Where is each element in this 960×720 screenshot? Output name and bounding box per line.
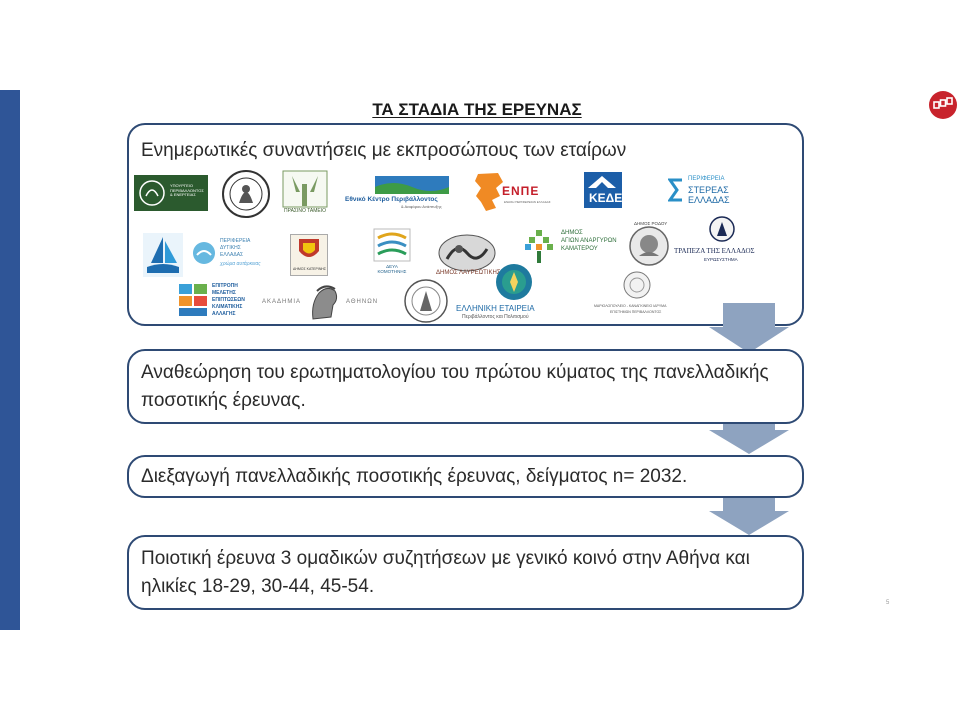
logo-sterea: ΠΕΡΙΦΕΡΕΙΑ ΣΤΕΡΕΑΣ ΕΛΛΑΔΑΣ — [668, 174, 758, 206]
logo-deya-text: ΔΕΥΑ ΚΟΜΟΤΗΝΗΣ — [377, 264, 407, 274]
logo-katerini-text: ΔΗΜΟΣ ΚΑΤΕΡΙΝΗΣ — [293, 267, 327, 271]
kede-wave-icon — [588, 176, 616, 188]
logo-rodou: ΔΗΜΟΣ ΡΟΔΟΥ — [625, 220, 673, 268]
logo-prasino-text: ΠΡΑΣΙΝΟ ΤΑΜΕΙΟ — [284, 208, 326, 214]
logo-ypen-text: ΥΠΟΥΡΓΕΙΟ ΠΕΡΙΒΑΛΛΟΝΤΟΣ & ΕΝΕΡΓΕΙΑΣ — [170, 183, 204, 198]
logo-agion-line2: ΑΓΙΩΝ ΑΝΑΡΓΥΡΩΝ — [561, 238, 617, 244]
logo-trapeza-line1: ΤΡΑΠΕΖΑ ΤΗΣ ΕΛΛΑΔΟΣ — [674, 247, 755, 255]
logo-enpe-name: ΕΝΠΕ — [502, 184, 540, 198]
down-arrow-icon — [709, 491, 789, 535]
logo-kede-text: ΚΕΔΕ — [589, 191, 622, 205]
logo-lavrio: ΔΗΜΟΣ ΛΑΥΡΕΩΤΙΚΗΣ — [430, 268, 502, 284]
left-accent-bar — [0, 90, 20, 630]
logo-dytiki: ΠΕΡΙΦΕΡΕΙΑ ΔΥΤΙΚΗΣ ΕΛΛΑΔΑΣ χρώμα αυτάρκε… — [192, 237, 272, 273]
logo-ypen: ΥΠΟΥΡΓΕΙΟ ΠΕΡΙΒΑΛΛΟΝΤΟΣ & ΕΝΕΡΓΕΙΑΣ — [134, 175, 208, 211]
ypen-emblem-icon — [139, 180, 165, 206]
logo-eepk-line1: ΕΛΛΗΝΙΚΗ ΕΤΑΙΡΕΙΑ — [456, 304, 535, 313]
logo-mariolopoulos-line1: ΜΑΡΙΟΛΟΠΟΥΛΕΙΟ - ΚΑΝΑΓΚΙΝΕΙΟ ΙΔΡΥΜΑ — [594, 304, 667, 308]
logo-dytiki-line3: ΕΛΛΑΔΑΣ — [220, 252, 244, 258]
logo-katerini: ΔΗΜΟΣ ΚΑΤΕΡΙΝΗΣ — [290, 234, 328, 276]
greece-map-icon — [475, 173, 503, 211]
klimatiki-grid-icon — [179, 284, 207, 316]
logo-trapeza-line2: ΕΥΡΩΣΥΣΤΗΜΑ — [704, 257, 738, 262]
logo-klimatiki-line5: ΑΛΛΑΓΗΣ — [212, 311, 236, 317]
logo-attica-region — [143, 233, 183, 277]
logo-dytiki-line2: ΔΥΤΙΚΗΣ — [220, 245, 241, 251]
logo-prasino-tameio: ΠΡΑΣΙΝΟ ΤΑΜΕΙΟ — [282, 170, 328, 218]
logo-athena-head — [312, 285, 338, 320]
logo-sterea-line3: ΕΛΛΑΔΑΣ — [688, 195, 730, 205]
logo-akadimia-text: ΑΚΑΔΗΜΙΑ — [262, 299, 302, 305]
logo-mariolopoulos: ΜΑΡΙΟΛΟΠΟΥΛΕΙΟ - ΚΑΝΑΓΚΙΝΕΙΟ ΙΔΡΥΜΑ ΕΠΙΣ… — [594, 270, 690, 320]
stage-text-questionnaire-revision: Αναθεώρηση του ερωτηματολογίου του πρώτο… — [141, 362, 769, 411]
mariolopoulos-seal-icon — [623, 271, 651, 299]
eepk-emblem-icon — [496, 264, 532, 300]
logo-lavrio-text: ΔΗΜΟΣ ΛΑΥΡΕΩΤΙΚΗΣ — [436, 270, 501, 276]
logo-ekpa-line1: Εθνικό Κέντρο Περιβάλλοντος — [345, 196, 438, 203]
dytiki-emblem-icon — [193, 242, 215, 264]
stage-box-briefings: Ενημερωτικές συναντήσεις με εκπροσώπους … — [127, 123, 804, 326]
logo-enpe-sub: ΕΝΩΣΗ ΠΕΡΙΦΕΡΕΙΩΝ ΕΛΛΑΔΑΣ — [504, 200, 551, 204]
logo-athens-seal — [404, 279, 448, 323]
logo-dytiki-line1: ΠΕΡΙΦΕΡΕΙΑ — [220, 238, 251, 244]
brand-logo-icon — [929, 91, 957, 119]
deya-wave-icon — [373, 228, 411, 262]
logo-trapeza: ΤΡΑΠΕΖΑ ΤΗΣ ΕΛΛΑΔΟΣ ΕΥΡΩΣΥΣΤΗΜΑ — [672, 214, 772, 266]
logo-deya: ΔΕΥΑ ΚΟΜΟΤΗΝΗΣ — [372, 228, 412, 274]
logo-ekpa: Εθνικό Κέντρο Περιβάλλοντος & Αειφόρου Α… — [345, 174, 453, 214]
tree-icon — [282, 170, 328, 208]
logo-eepk: ΕΛΛΗΝΙΚΗ ΕΤΑΙΡΕΙΑ Περιβάλλοντος και Πολι… — [454, 262, 574, 324]
sail-icon — [147, 237, 179, 273]
logo-klimatiki-line1: ΕΠΙΤΡΟΠΗ — [212, 283, 238, 289]
logo-mariolopoulos-line2: ΕΠΙΣΤΗΜΩΝ ΠΕΡΙΒΑΛΛΟΝΤΟΣ — [610, 310, 662, 314]
logo-agion-line1: ΔΗΜΟΣ — [561, 230, 583, 236]
logo-klimatiki-line2: ΜΕΛΕΤΗΣ — [212, 290, 236, 296]
stage-box-questionnaire-revision: Αναθεώρηση του ερωτηματολογίου του πρώτο… — [127, 349, 804, 424]
rodou-coin-icon — [629, 226, 669, 266]
logo-klimatiki: ΕΠΙΤΡΟΠΗ ΜΕΛΕΤΗΣ ΕΠΙΠΤΩΣΕΩΝ ΚΛΙΜΑΤΙΚΗΣ Α… — [178, 283, 250, 321]
trapeza-seal-icon — [709, 216, 735, 242]
logo-dytiki-motto: χρώμα αυτάρκειας — [220, 261, 261, 267]
logo-klimatiki-line3: ΕΠΙΠΤΩΣΕΩΝ — [212, 297, 245, 303]
katerini-crest-icon — [299, 239, 319, 257]
logo-ekpa-line2: & Αειφόρου Ανάπτυξης — [401, 204, 442, 209]
logo-agion-line3: ΚΑΜΑΤΕΡΟΥ — [561, 246, 598, 252]
logo-sterea-line1: ΠΕΡΙΦΕΡΕΙΑ — [688, 176, 725, 182]
logo-rodou-text: ΔΗΜΟΣ ΡΟΔΟΥ — [634, 221, 668, 226]
stage-text-national-survey: Διεξαγωγή πανελλαδικής ποσοτικής έρευνας… — [141, 466, 688, 487]
waves-icon — [375, 176, 449, 194]
stage-box-focus-groups: Ποιοτική έρευνα 3 ομαδικών συζητήσεων με… — [127, 535, 804, 610]
slide-number: 5 — [886, 600, 890, 606]
logo-enpe: ΕΝΠΕ ΕΝΩΣΗ ΠΕΡΙΦΕΡΕΙΩΝ ΕΛΛΑΔΑΣ — [472, 170, 554, 216]
logo-ntua-seal — [222, 170, 270, 218]
stage-box-national-survey: Διεξαγωγή πανελλαδικής ποσοτικής έρευνας… — [127, 455, 804, 498]
stage-text-focus-groups: Ποιοτική έρευνα 3 ομαδικών συζητήσεων με… — [141, 548, 750, 597]
down-arrow-icon — [709, 303, 789, 353]
logo-klimatiki-line4: ΚΛΙΜΑΤΙΚΗΣ — [212, 304, 243, 310]
slide-title: ΤΑ ΣΤΑΔΙΑ ΤΗΣ ΕΡΕΥΝΑΣ — [372, 100, 582, 119]
logo-sterea-line2: ΣΤΕΡΕΑΣ — [688, 185, 729, 195]
logo-kede: ΚΕΔΕ — [584, 172, 622, 208]
stage-text-briefings: Ενημερωτικές συναντήσεις με εκπροσώπους … — [141, 140, 627, 161]
logo-eepk-line2: Περιβάλλοντος και Πολιτισμού — [462, 314, 529, 320]
logo-agion-anargyron: ΔΗΜΟΣ ΑΓΙΩΝ ΑΝΑΡΓΥΡΩΝ ΚΑΜΑΤΕΡΟΥ — [523, 228, 623, 266]
logo-ancient-relief — [438, 234, 496, 272]
sigma-icon — [668, 178, 682, 202]
logo-athinon-text: ΑΘΗΝΩΝ — [346, 299, 379, 305]
tree-pixel-icon — [525, 230, 553, 263]
